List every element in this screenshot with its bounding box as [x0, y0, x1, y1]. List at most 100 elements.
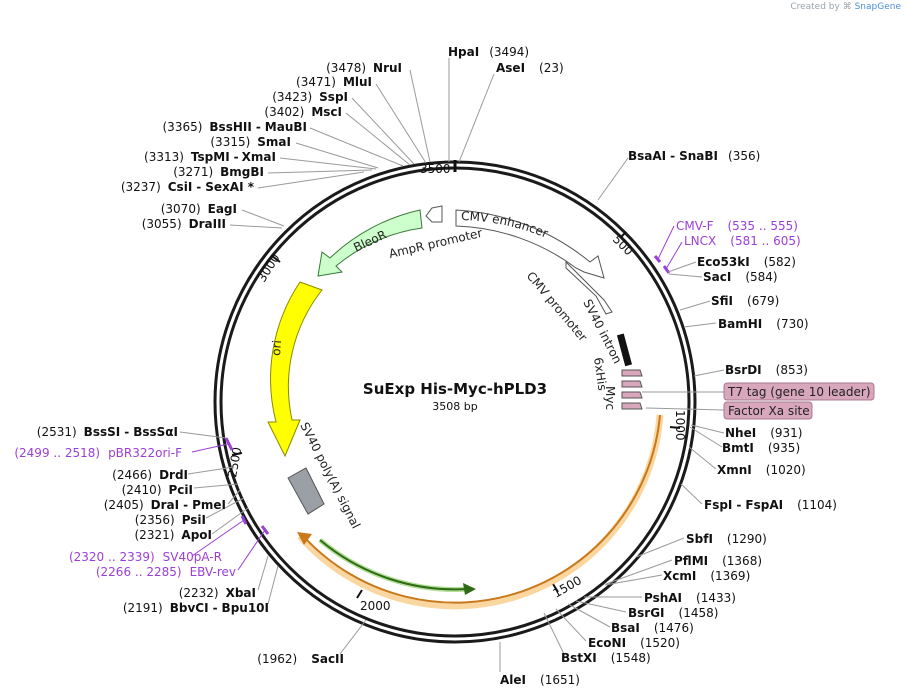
enzyme-bamhi-name: BamHI — [718, 317, 762, 331]
enzyme-drdi[interactable]: (2466)DrdI — [112, 468, 188, 482]
enzyme-bsaai[interactable]: BsaAI-SnaBI(356) — [628, 149, 760, 163]
enzyme-sfii-name: SfiI — [711, 294, 733, 308]
leader-bamhi — [683, 322, 717, 328]
enzyme-drai-sep: - — [183, 498, 188, 512]
enzyme-bbvci-pos: (2191) — [123, 601, 163, 615]
enzyme-nrui-name: NruI — [373, 61, 402, 75]
primer-ebv-rev-name: EBV-rev — [190, 565, 236, 579]
enzyme-bsshii[interactable]: (3365)BssHII-MauBI — [163, 120, 308, 134]
enzyme-sfii[interactable]: SfiI(679) — [711, 294, 779, 308]
factor-xa-box[interactable] — [723, 401, 813, 420]
enzyme-pcii[interactable]: (2410)PciI — [122, 483, 193, 497]
enzyme-bamhi[interactable]: BamHI(730) — [718, 317, 809, 331]
leader-pflmi — [605, 559, 673, 585]
enzyme-eco53ki[interactable]: Eco53kI(582) — [697, 255, 796, 269]
enzyme-bsrdi-name: BsrDI — [725, 363, 762, 377]
enzyme-alei[interactable]: AleI(1651) — [500, 673, 580, 687]
enzyme-bstxi-pos: (1548) — [611, 651, 651, 665]
leader-ebv-rev — [237, 529, 266, 571]
primer-cmv-f[interactable]: CMV-F(535 .. 555) — [676, 219, 798, 233]
enzyme-nrui[interactable]: (3478)NruI — [326, 61, 402, 75]
enzyme-smai[interactable]: (3315)SmaI — [210, 135, 291, 149]
enzyme-xcmi[interactable]: XcmI(1369) — [663, 569, 750, 583]
ampr-promoter-arrow[interactable] — [425, 205, 443, 223]
enzyme-apoi[interactable]: (2321)ApoI — [135, 528, 213, 542]
enzyme-hpai[interactable]: HpaI(3494) — [448, 45, 529, 59]
enzyme-xcmi-name: XcmI — [663, 569, 696, 583]
enzyme-bstxi[interactable]: BstXI(1548) — [561, 651, 651, 665]
tick-3500: 3500 — [420, 162, 451, 176]
tick-1000: 1000 — [673, 410, 687, 441]
leader-pbr322ori-f — [191, 443, 229, 453]
leader-xcmi — [604, 574, 663, 586]
enzyme-pflmi-name: PflMI — [674, 554, 708, 568]
enzyme-eco53ki-name: Eco53kI — [697, 255, 750, 269]
enzyme-mlui-name: MluI — [343, 75, 372, 89]
enzyme-sbfi[interactable]: SbfI(1290) — [686, 532, 767, 546]
enzyme-apoi-pos: (2321) — [135, 528, 175, 542]
enzyme-mlui[interactable]: (3471)MluI — [296, 75, 372, 89]
enzyme-sacii[interactable]: (1962)SacII — [257, 652, 344, 666]
primer-ebv-rev[interactable]: (2266 .. 2285)EBV-rev — [96, 565, 236, 579]
enzyme-bsaai-pos: (356) — [728, 149, 760, 163]
bleor-arrow[interactable] — [317, 209, 423, 277]
enzyme-drdi-pos: (2466) — [112, 468, 152, 482]
enzyme-xbai[interactable]: (2232)XbaI — [179, 586, 256, 600]
myc-tag-1[interactable] — [621, 369, 643, 377]
enzyme-nhei[interactable]: NheI(931) — [725, 426, 802, 440]
enzyme-bsai[interactable]: BsaI(1476) — [611, 621, 694, 635]
enzyme-asei[interactable]: AseI(23) — [496, 61, 564, 75]
t7-tag-box[interactable] — [723, 382, 875, 401]
enzyme-drai[interactable]: (2405)DraI-PmeI — [104, 498, 226, 512]
cmv-enhancer-arrow[interactable] — [455, 209, 605, 279]
enzyme-psii[interactable]: (2356)PsiI — [135, 513, 206, 527]
myc-tag-2[interactable] — [621, 380, 643, 388]
enzyme-bsaai-sep: - — [670, 149, 675, 163]
enzyme-bsrdi[interactable]: BsrDI(853) — [725, 363, 808, 377]
enzyme-bmti[interactable]: BmtI(935) — [722, 441, 800, 455]
t7-tag-label: T7 tag (gene 10 leader) — [727, 385, 871, 399]
enzyme-tspmi-name2: XmaI — [242, 150, 276, 164]
enzyme-bsssi-name2: BssSαI — [133, 425, 178, 439]
enzyme-bsrgi[interactable]: BsrGI(1458) — [628, 606, 718, 620]
enzyme-saci[interactable]: SacI(584) — [703, 270, 778, 284]
enzyme-pshai[interactable]: PshAI(1433) — [644, 591, 736, 605]
enzyme-xmni[interactable]: XmnI(1020) — [717, 463, 806, 477]
primer-pbr322ori-f[interactable]: (2499 .. 2518)pBR322ori-F — [14, 446, 182, 460]
enzyme-econi[interactable]: EcoNI(1520) — [588, 636, 680, 650]
enzyme-bmgbi[interactable]: (3271)BmgBI — [173, 165, 264, 179]
enzyme-sspi[interactable]: (3423)SspI — [272, 90, 348, 104]
myc-tag-3[interactable] — [621, 391, 643, 399]
6xhis-marker[interactable] — [616, 333, 633, 367]
enzyme-csii[interactable]: (3237)CsiI-SexAI * — [121, 180, 255, 194]
enzyme-bbvci-name2: Bpu10I — [222, 601, 269, 615]
enzyme-asei-pos: (23) — [539, 61, 564, 75]
enzyme-fspi[interactable]: FspI-FspAI(1104) — [704, 498, 837, 512]
enzyme-csii-name: CsiI — [168, 180, 193, 194]
snapgene-credit: Created by ⌘ SnapGene — [790, 2, 901, 12]
primer-lncx[interactable]: LNCX(581 .. 605) — [684, 234, 801, 248]
myc-tag-4[interactable] — [621, 402, 643, 410]
primer-sv40pa-r-range: (2320 .. 2339) — [69, 550, 155, 564]
leader-smai — [295, 142, 379, 169]
primer-sv40pa-r[interactable]: (2320 .. 2339)SV40pA-R — [69, 550, 222, 564]
cmv-promoter-arrow[interactable] — [565, 260, 613, 315]
sv40-polya-marker[interactable] — [287, 467, 325, 515]
enzyme-tspmi[interactable]: (3313)TspMI-XmaI — [144, 150, 276, 164]
enzyme-draiii[interactable]: (3055)DraIII — [142, 217, 226, 231]
ori-arrow[interactable] — [267, 281, 323, 458]
enzyme-msci[interactable]: (3402)MscI — [264, 105, 342, 119]
enzyme-bmgbi-name: BmgBI — [220, 165, 264, 179]
enzyme-bsssi[interactable]: (2531)BssSI-BssSαI — [37, 425, 178, 439]
leader-bmgbi — [267, 169, 373, 174]
enzyme-sspi-name: SspI — [319, 90, 348, 104]
enzyme-eagi[interactable]: (3070)EagI — [161, 202, 237, 216]
enzyme-csii-sep: - — [196, 180, 201, 194]
enzyme-pflmi[interactable]: PflMI(1368) — [674, 554, 762, 568]
ticks: 3500 500 1000 1500 2000 2500 3000 — [225, 160, 687, 613]
enzyme-econi-name: EcoNI — [588, 636, 626, 650]
enzyme-pshai-pos: (1433) — [696, 591, 736, 605]
enzyme-bbvci[interactable]: (2191)BbvCI-Bpu10I — [123, 601, 269, 615]
